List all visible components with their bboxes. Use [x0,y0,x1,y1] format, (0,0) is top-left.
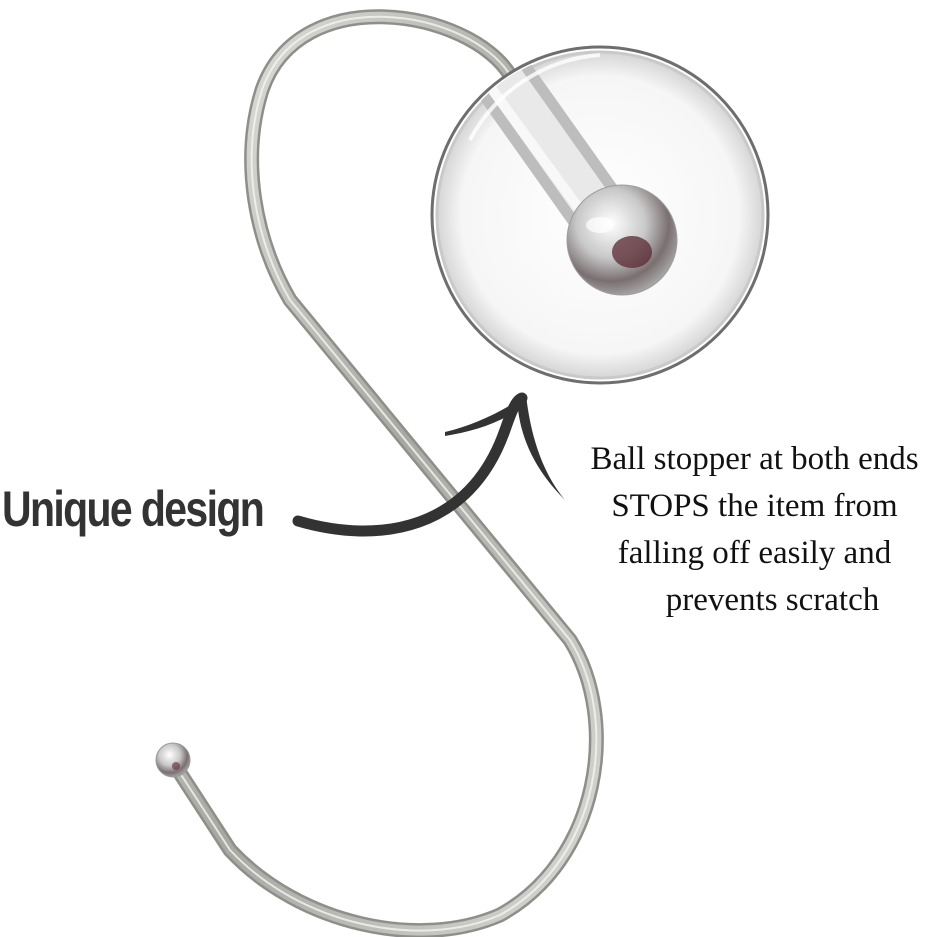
headline-text: Unique design [2,481,265,537]
ball-stopper-end [155,742,191,778]
magnifier-lens [430,45,770,385]
curved-arrow-icon [292,392,565,537]
caption-line: prevents scratch [665,582,880,618]
caption-line: Ball stopper at both ends [590,441,919,477]
magnified-stopper [459,50,678,296]
feature-caption: Ball stopper at both ends STOPS the item… [560,436,949,624]
s-hook [170,9,604,937]
caption-line: STOPS the item from [611,488,898,524]
caption-line: falling off easily and [617,535,892,571]
